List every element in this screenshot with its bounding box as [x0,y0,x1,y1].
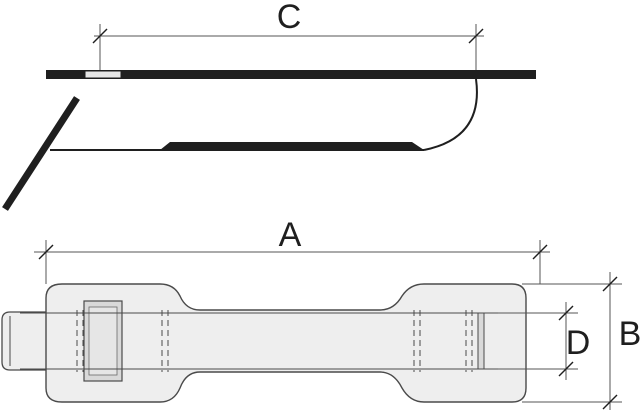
dim-a-label: A [279,216,302,254]
dim-d-tick-bottom [558,361,574,377]
side-view-buckle-slot [84,70,122,79]
dim-d-label: D [566,324,591,362]
dimension-d: D [498,302,590,380]
plan-view-folded-tab [1,311,46,371]
side-view-top-bar [46,70,536,79]
side-view [2,70,536,211]
plan-view-end-bar [477,312,485,370]
dim-b-tick-bottom [602,394,618,410]
side-view-strap-curve [423,78,478,151]
plan-view-buckle-inner [88,306,118,376]
dimension-b: B [522,272,641,410]
dim-a-tick-right [532,244,548,260]
side-view-strap-band [160,142,424,150]
dimension-a: A [34,216,550,284]
dimension-c: C [92,0,484,70]
dim-b-label: B [619,315,642,353]
dim-c-tick-right [468,28,484,44]
dim-d-tick-top [558,305,574,321]
dim-a-tick-left [38,244,54,260]
dim-b-tick-top [602,276,618,292]
plan-view [1,283,527,403]
dim-c-tick-left [92,28,108,44]
dim-c-label: C [277,0,302,36]
side-view-diagonal-tab [2,96,80,211]
